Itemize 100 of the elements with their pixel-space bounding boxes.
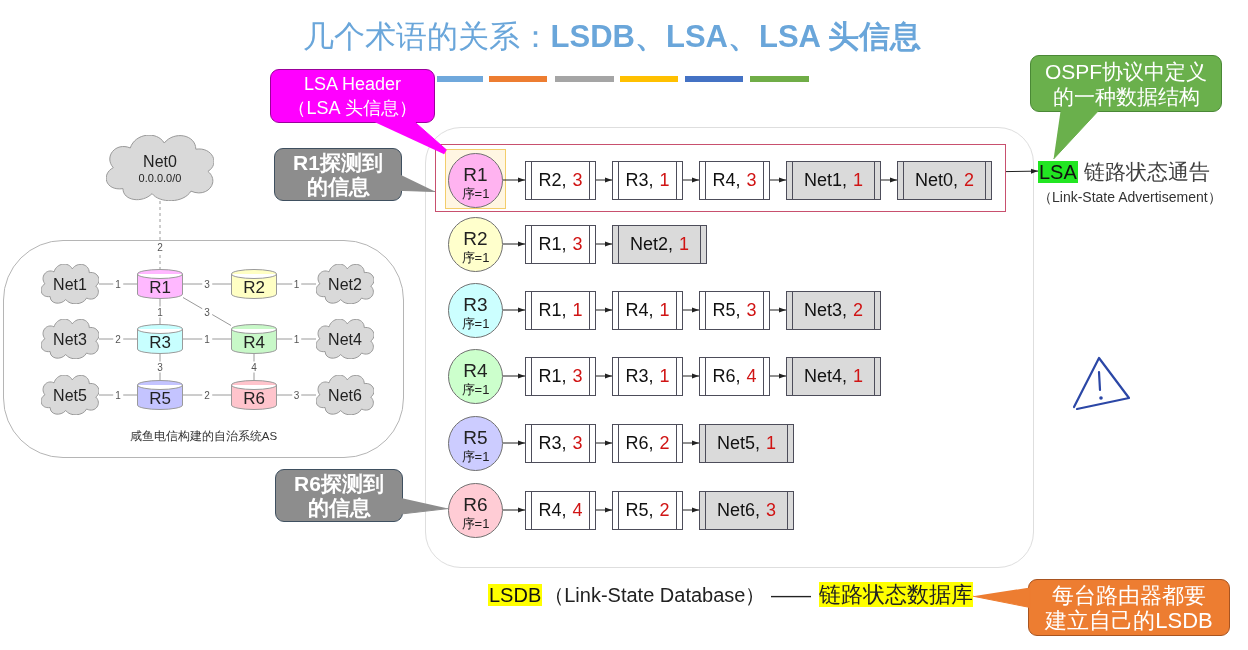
term-expansion: （Link-State Database） ——: [544, 584, 812, 606]
list-entry: [699, 490, 794, 530]
list-entry: [699, 290, 770, 330]
router-label: R4: [243, 332, 265, 352]
arrow: [502, 177, 526, 183]
entry-label: R4,: [712, 169, 741, 191]
network-label: Net4: [328, 329, 362, 349]
arrow: [595, 440, 613, 446]
speech-bubble: [1028, 579, 1230, 636]
list-entry: [786, 290, 881, 330]
connector-line: [98, 394, 138, 396]
callout-text: 每台路由器都要建立自己的LSDB: [1044, 582, 1214, 633]
connector-line: [182, 297, 232, 326]
callout-pointer: [400, 497, 449, 515]
router-label: R1: [463, 163, 488, 186]
entry-label: R1,: [538, 299, 567, 321]
arrow: [769, 307, 787, 313]
sequence-label: 序=1: [461, 515, 490, 531]
arrow: [595, 373, 613, 379]
network-label: Net0: [143, 151, 177, 171]
edge-label: 2: [155, 241, 165, 253]
edge-label: 1: [155, 306, 165, 317]
entry-label: R3,: [625, 169, 654, 191]
connector-line: [182, 338, 232, 340]
network-label: Net6: [328, 385, 362, 405]
arrow: [1005, 168, 1039, 174]
cost-number: 3: [746, 299, 757, 321]
entry-label: R1,: [538, 233, 567, 255]
rounded-panel: [425, 127, 1034, 568]
entry-label: R2,: [538, 169, 567, 191]
entry-label: Net6,: [716, 499, 760, 521]
callout-text: OSPF协议中定义的一种数据结构: [1043, 58, 1209, 109]
cost-number: 1: [853, 169, 863, 191]
edge-label: 1: [113, 389, 123, 401]
edge-label: 2: [202, 389, 212, 401]
callout-text: R6探测到的信息: [293, 471, 385, 520]
network-label: Net3: [53, 329, 87, 349]
sequence-label: 序=1: [461, 381, 490, 397]
speech-bubble: [274, 148, 402, 201]
router-label: R6: [463, 493, 488, 516]
router-label: R1: [149, 277, 171, 297]
callout-pointer: [972, 587, 1031, 608]
list-entry: [612, 224, 707, 264]
router-label: R5: [149, 388, 171, 408]
arrow: [502, 241, 526, 247]
sequence-label: 序=1: [461, 315, 490, 331]
list-entry: [612, 423, 683, 463]
connector-line: [98, 338, 138, 340]
router-label: R3: [149, 332, 171, 352]
list-entry: [612, 290, 683, 330]
arrow: [769, 177, 787, 183]
edge-label: 3: [155, 361, 165, 373]
arrow: [769, 373, 787, 379]
term-expansion: （Link-State Advertisement）: [1038, 189, 1222, 205]
cost-number: 1: [659, 365, 670, 387]
arrow: [502, 307, 526, 313]
entry-label: Net1,: [803, 169, 847, 191]
connector-line: [98, 283, 138, 285]
entry-label: Net3,: [803, 299, 847, 321]
arrow: [502, 507, 526, 513]
entry-label: R4,: [625, 299, 654, 321]
callout-text: （LSA 头信息）: [288, 97, 417, 120]
callout-pointer: [371, 120, 447, 155]
highlighted-term: 链路状态数据库: [819, 582, 974, 607]
sequence-label: 序=1: [461, 448, 490, 464]
list-entry: [612, 490, 683, 530]
cost-number: 2: [659, 499, 670, 521]
arrow: [880, 177, 898, 183]
edge-label: 3: [202, 278, 212, 290]
router-label: R3: [463, 293, 488, 316]
cost-number: 1: [572, 299, 583, 321]
cost-number: 2: [853, 299, 863, 321]
entry-label: R3,: [538, 432, 567, 454]
router-label: R5: [463, 426, 488, 449]
router-label: R2: [463, 227, 488, 250]
highlighted-term: LSDB: [488, 584, 543, 606]
connector-line: [182, 283, 232, 285]
term-label: 链路状态通告: [1083, 160, 1210, 183]
list-entry: [699, 160, 770, 200]
cost-number: 1: [853, 365, 863, 387]
cost-number: 1: [659, 169, 670, 191]
list-entry: [786, 356, 881, 396]
speech-bubble: [275, 469, 403, 522]
arrow: [682, 507, 700, 513]
connector-line: [182, 394, 232, 396]
connector-line: [276, 338, 317, 340]
title: 几个术语的关系：LSDB、LSA、LSA 头信息: [302, 18, 922, 56]
entry-label: R6,: [625, 432, 654, 454]
arrow: [682, 177, 700, 183]
entry-label: Net0,: [914, 169, 958, 191]
list-entry: [612, 160, 683, 200]
arrow: [502, 373, 526, 379]
cost-number: 3: [572, 169, 583, 191]
panel-caption: 咸鱼电信构建的自治系统AS: [129, 429, 278, 443]
cost-number: 1: [659, 299, 670, 321]
rounded-panel: [3, 240, 404, 458]
cost-number: 3: [572, 432, 583, 454]
address-label: 0.0.0.0/0: [138, 170, 182, 185]
list-entry: [525, 423, 596, 463]
network-label: Net1: [53, 274, 87, 294]
